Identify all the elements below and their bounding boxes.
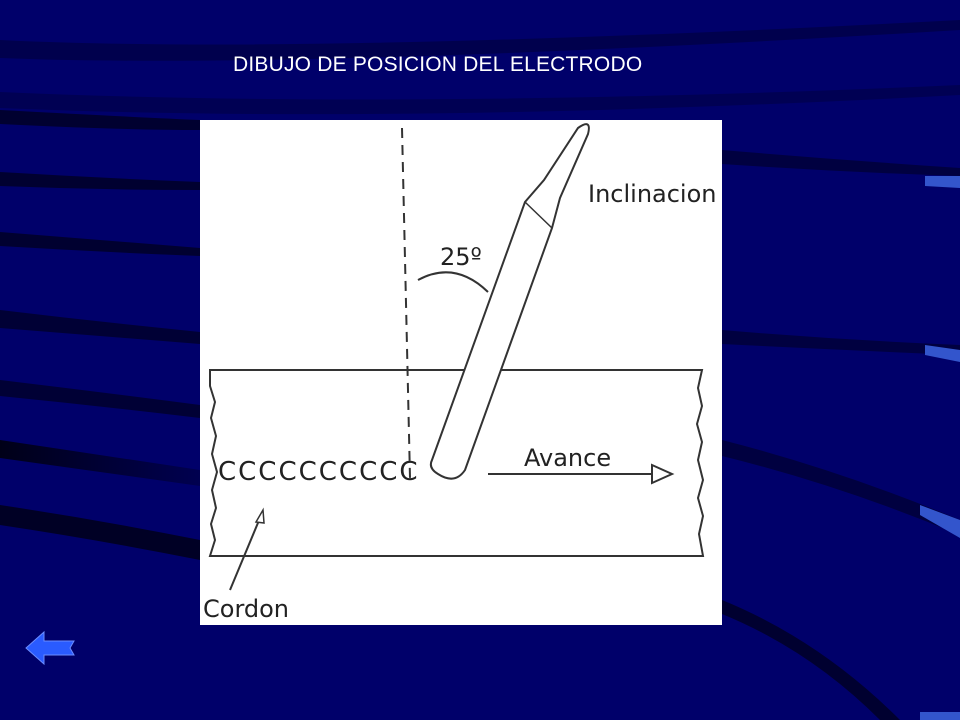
- advance-arrowhead: [651, 463, 675, 485]
- vertical-reference-line: [401, 127, 411, 479]
- tilt-label: Inclinacion: [588, 180, 717, 208]
- back-arrow-icon: [25, 630, 75, 666]
- bead-pattern: CCCCCCCCCC: [218, 457, 420, 487]
- workpiece-plate: [208, 369, 705, 557]
- electrode: [429, 123, 590, 480]
- bead-label: Cordon: [203, 595, 289, 623]
- bead-pointer-line: [229, 517, 261, 591]
- slide-title: DIBUJO DE POSICION DEL ELECTRODO: [233, 53, 643, 76]
- advance-label: Avance: [524, 444, 611, 472]
- electrode-diagram: 25º Inclinacion Avance CCCCCCCCCC Cordon: [200, 120, 722, 625]
- angle-label: 25º: [440, 243, 482, 271]
- back-button[interactable]: [24, 630, 76, 666]
- angle-arc: [417, 271, 489, 293]
- bead-pointer-arrowhead: [254, 507, 265, 524]
